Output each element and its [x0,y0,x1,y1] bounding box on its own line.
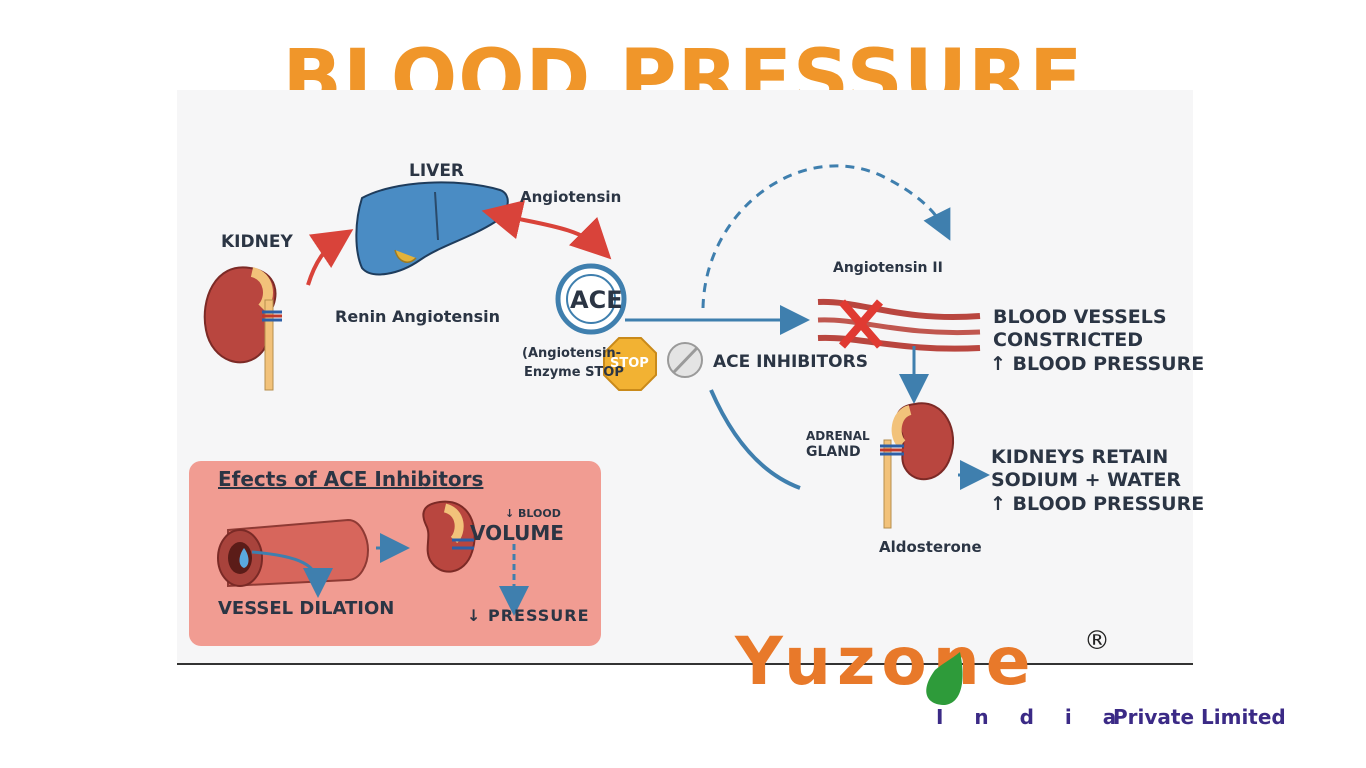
registered-mark: ® [1084,626,1110,656]
logo-india: I n d i a [936,705,1129,729]
vessels-line-2: CONSTRICTED [993,329,1143,351]
kidney-effects-illustration [422,500,476,573]
logo-private-limited: Private Limited [1113,705,1286,729]
effects-blood-label: ↓ BLOOD [505,507,561,520]
arrow-inhibitors-to-adrenal [709,389,801,490]
kidneys-line-3: ↑ BLOOD PRESSURE [990,493,1205,515]
effects-volume-label: VOLUME [470,521,564,545]
vessels-line-3: ↑ BLOOD PRESSURE [990,353,1205,375]
effects-title: Efects of ACE Inhibitors [218,467,484,491]
stop-label: STOP [610,356,649,371]
pill-icon [667,342,703,378]
ace-enzyme-icon [555,263,627,335]
arrow-liver-ace [481,200,612,260]
liver-label: LIVER [409,161,465,181]
angiotensin-label: Angiotensin [520,188,622,206]
ace-note-line-2: Enzyme STOP [524,365,624,380]
brand-logo: Yuzone [735,623,1037,700]
dashed-arrow-angiotensin-ii [701,164,951,309]
ace-note-line-1: (Angiotensin- [522,346,622,361]
effects-vessel-dilation-label: VESSEL DILATION [218,598,395,619]
kidney-label: KIDNEY [221,232,293,252]
kidneys-line-2: SODIUM + WATER [991,469,1182,491]
ace-label: ACE [570,286,623,314]
kidneys-line-1: KIDNEYS RETAIN [991,446,1169,468]
ace-inhibitors-label: ACE INHIBITORS [713,352,868,372]
liver-illustration [355,181,509,276]
kidney-right-illustration [880,402,955,529]
kidney-illustration [203,266,282,391]
angiotensin-ii-label: Angiotensin II [833,260,943,276]
vessels-line-1: BLOOD VESSELS [993,306,1167,328]
arrow-kidney-to-liver [306,229,354,286]
aldosterone-label: Aldosterone [879,538,982,556]
effects-pressure-label: ↓ PRESSURE [467,606,590,625]
renin-angiotensin-label: Renin Angiotensin [335,307,500,326]
constricted-vessel-illustration [817,298,981,352]
stop-sign-icon [603,337,657,391]
dilated-vessel-illustration [217,518,370,598]
adrenal-line-1: ADRENAL [806,429,870,443]
adrenal-line-2: GLAND [806,444,861,460]
